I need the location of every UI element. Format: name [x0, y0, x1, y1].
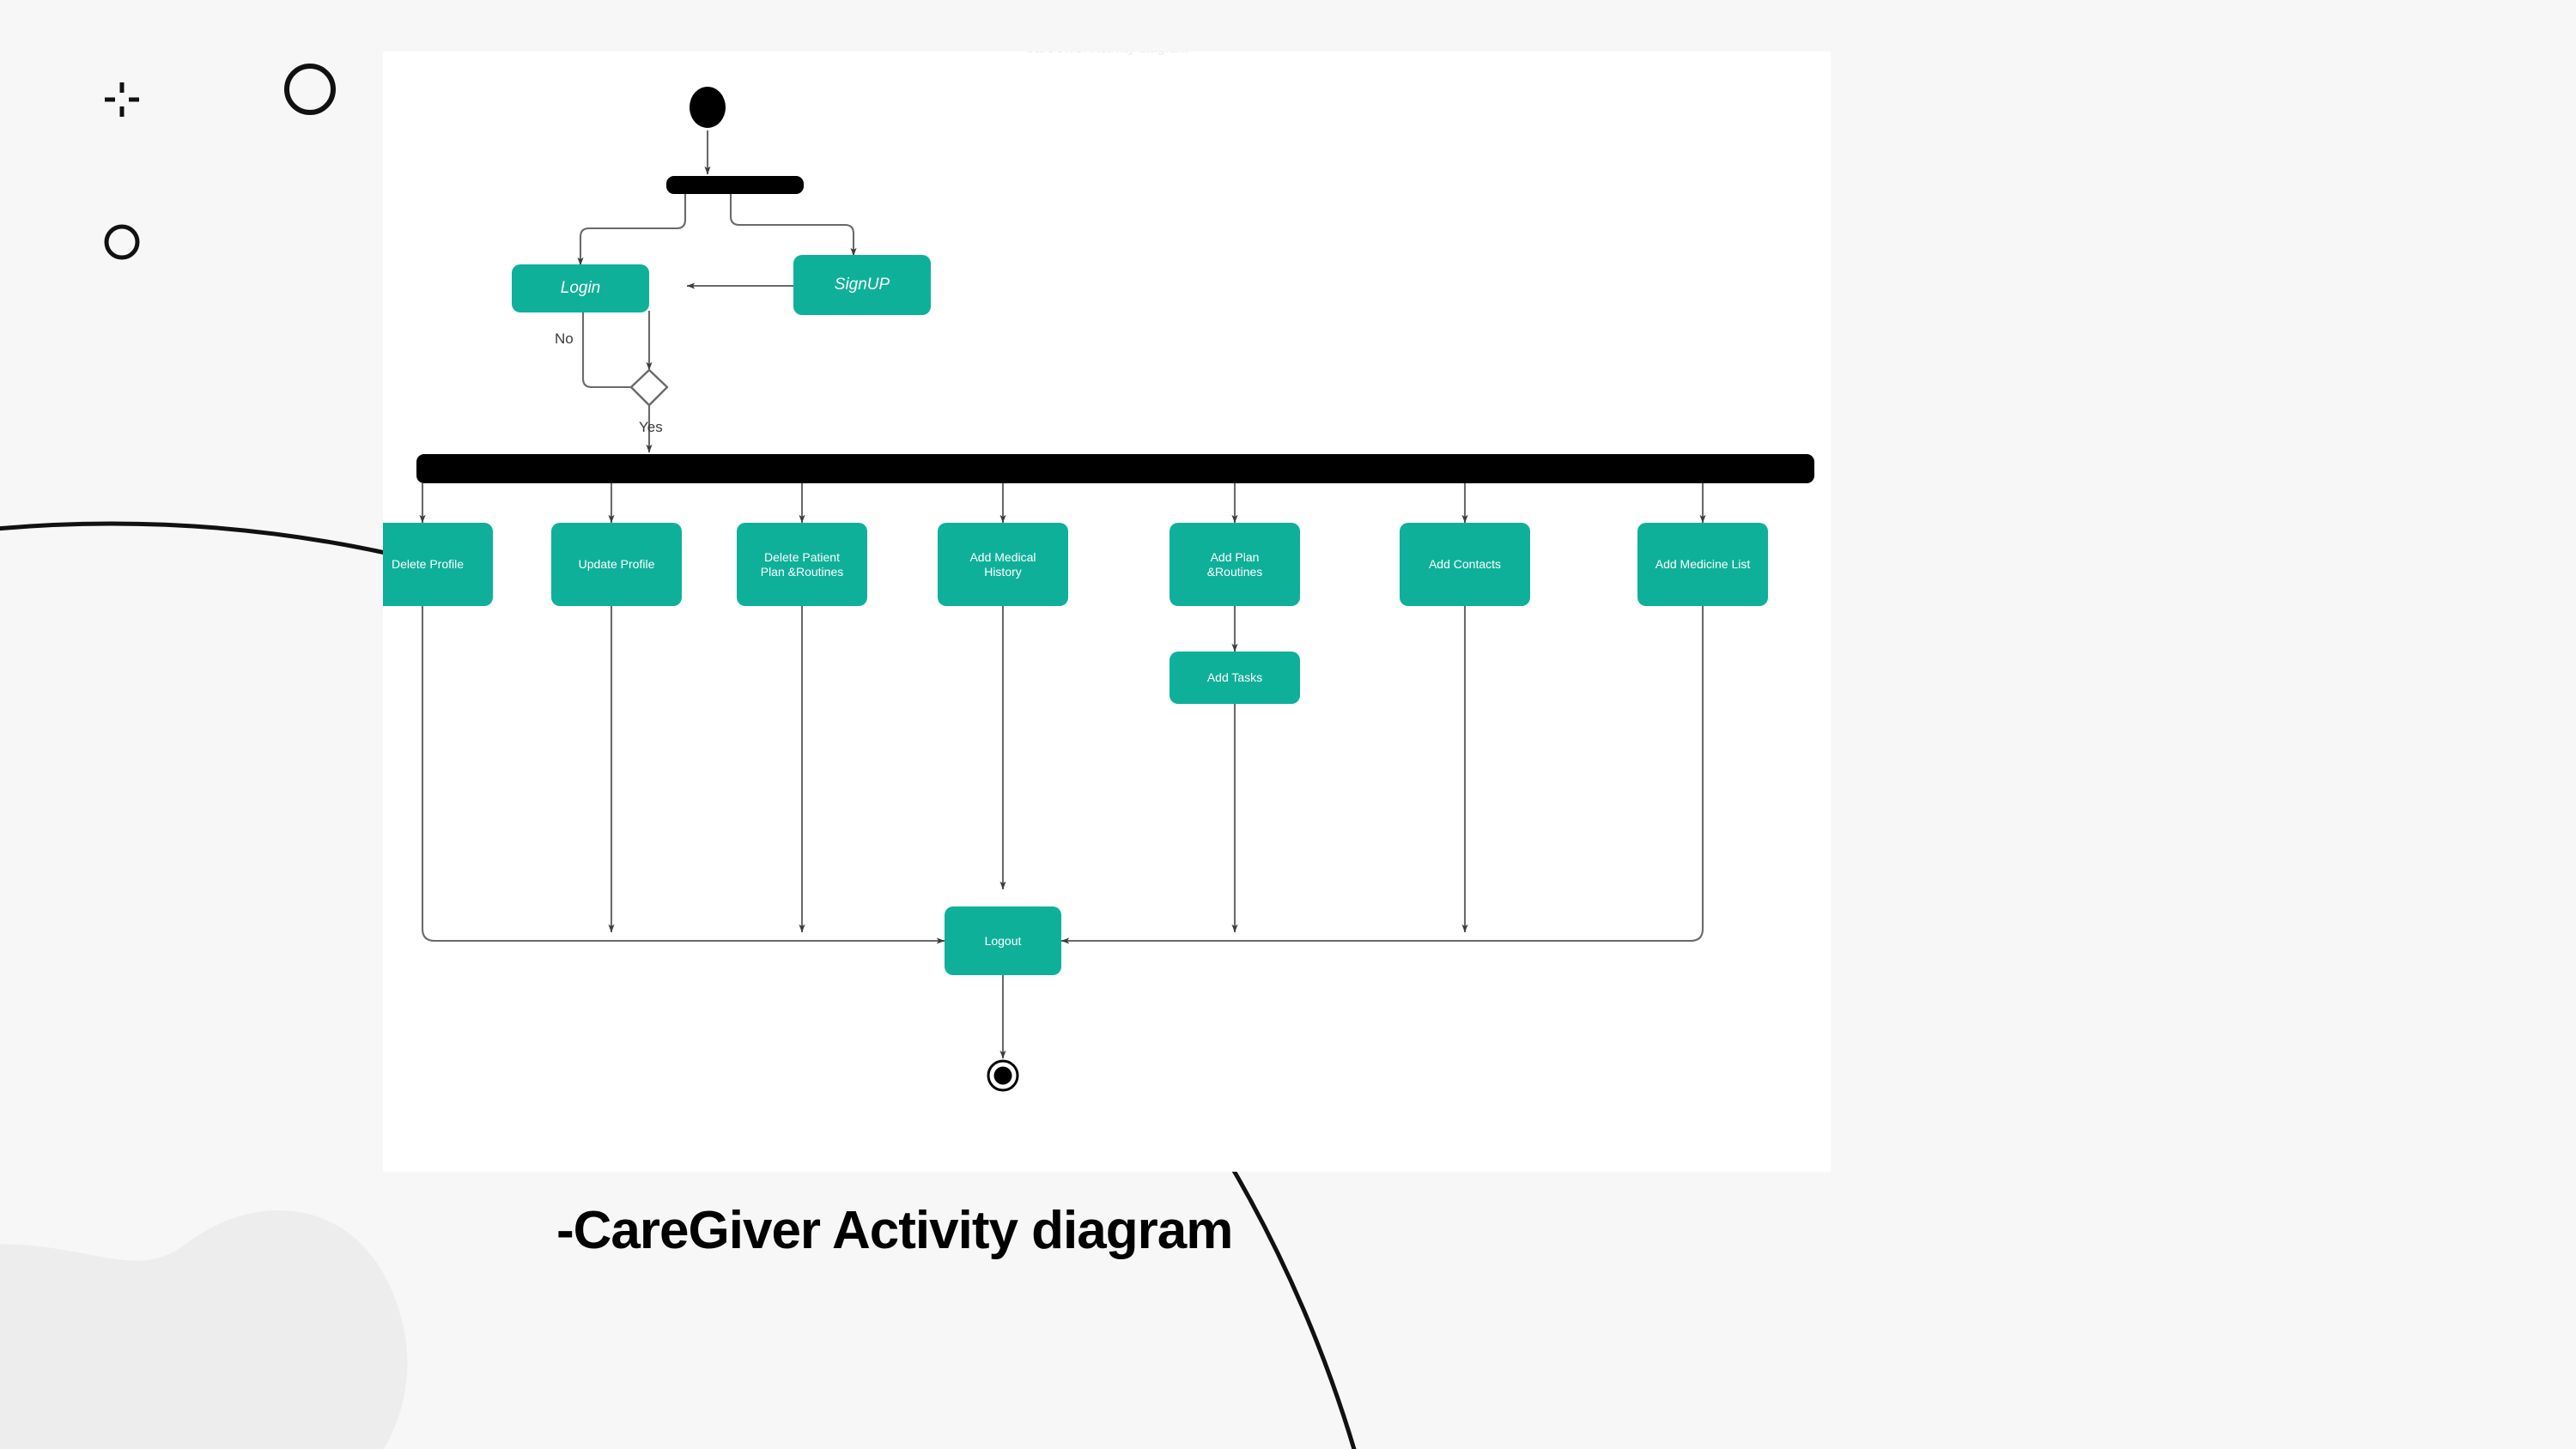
decision-diamond	[629, 368, 669, 407]
node-add-contacts[interactable]: Add Contacts	[1400, 523, 1530, 606]
node-update-profile[interactable]: Update Profile	[551, 523, 682, 606]
node-add-tasks[interactable]: Add Tasks	[1170, 652, 1300, 704]
fork-bar-main	[416, 454, 1814, 483]
circle-outline-small	[104, 224, 140, 260]
page-caption: -CareGiver Activity diagram	[556, 1201, 1233, 1260]
node-delete-profile[interactable]: Delete Profile	[383, 523, 493, 606]
node-logout[interactable]: Logout	[945, 906, 1061, 975]
diagram-card: CareGiver Activity diagram	[383, 52, 1831, 1172]
edge-label-no: No	[555, 330, 574, 347]
edge-fork-to-login	[577, 194, 687, 266]
node-add-medicine-list[interactable]: Add Medicine List	[1637, 523, 1768, 606]
node-add-plan-routines[interactable]: Add Plan &Routines	[1170, 523, 1300, 606]
edge-fork-to-signup	[729, 194, 857, 257]
node-delete-patient-plan[interactable]: Delete Patient Plan &Routines	[737, 523, 867, 606]
circle-outline-large	[284, 64, 336, 115]
node-add-medical-history[interactable]: Add Medical History	[938, 523, 1068, 606]
crosshair-icon	[105, 82, 139, 117]
final-node	[987, 1059, 1019, 1092]
card-clipped-title: CareGiver Activity diagram	[383, 52, 1831, 56]
edge-add-medicine-list-to-logout	[1060, 606, 1704, 944]
node-login[interactable]: Login	[512, 264, 649, 312]
initial-node	[690, 87, 726, 128]
blob-shape	[0, 1210, 408, 1449]
connector-layer	[416, 87, 1814, 1092]
edge-label-yes: Yes	[639, 419, 663, 435]
fork-bar-top	[666, 176, 804, 194]
node-signup[interactable]: SignUP	[793, 255, 931, 315]
edge-delete-profile-to-logout	[421, 606, 945, 944]
